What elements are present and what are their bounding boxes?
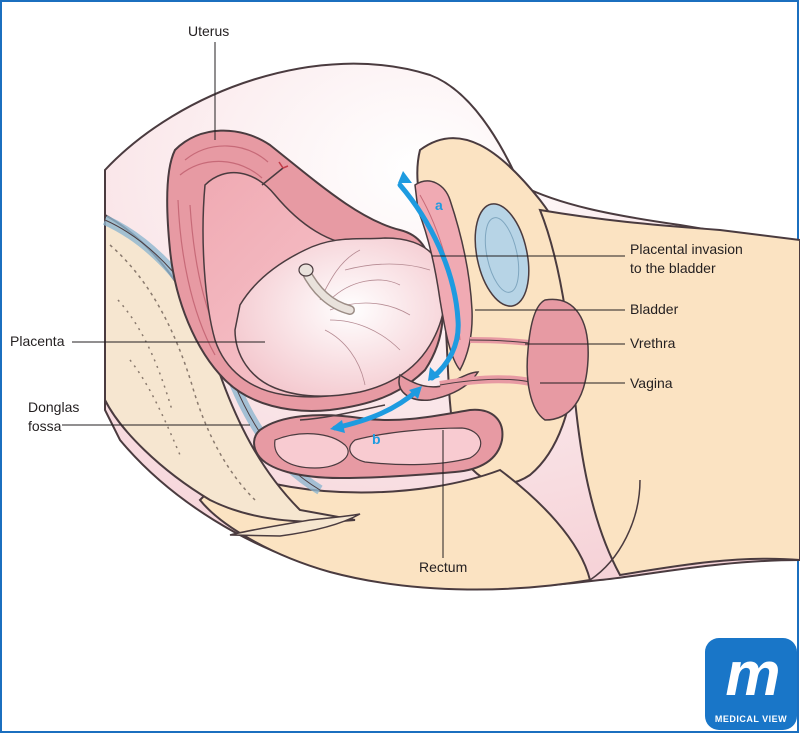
label-douglas-1: Donglas xyxy=(28,399,79,415)
label-douglas-2: fossa xyxy=(28,418,62,434)
label-uterus: Uterus xyxy=(188,23,229,39)
perineum-region xyxy=(198,468,592,591)
pubic-bone xyxy=(474,203,530,307)
label-vagina: Vagina xyxy=(630,375,673,391)
vulva xyxy=(526,298,589,421)
logo-mark: m xyxy=(725,640,780,709)
logo-text: MEDICAL VIEW xyxy=(714,714,788,724)
arrow-b xyxy=(332,387,421,431)
arrow-label-a: a xyxy=(435,197,443,213)
label-urethra: Vrethra xyxy=(630,335,676,351)
label-placental-invasion-2: to the bladder xyxy=(630,260,716,276)
arrow-label-b: b xyxy=(372,431,381,447)
label-placenta: Placenta xyxy=(10,333,65,349)
label-rectum: Rectum xyxy=(419,559,467,575)
medical-view-logo: m MEDICAL VIEW xyxy=(705,638,797,730)
label-placental-invasion-1: Placental invasion xyxy=(630,241,743,257)
arrow-a xyxy=(397,182,461,381)
label-bladder: Bladder xyxy=(630,301,679,317)
